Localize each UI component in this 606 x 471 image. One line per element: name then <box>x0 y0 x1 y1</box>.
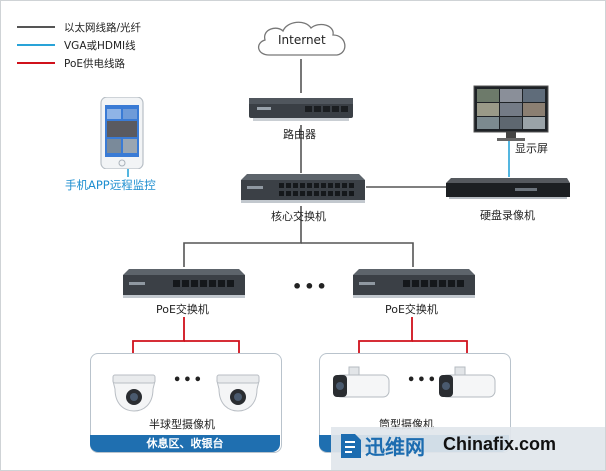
dome-camera-left-b <box>213 363 263 413</box>
nvr-device <box>445 177 571 201</box>
legend-swatch-poe <box>17 62 55 64</box>
poe-right-a <box>358 317 413 363</box>
watermark-en: Chinafix.com <box>443 434 557 454</box>
watermark-logo-icon <box>341 434 361 458</box>
cloud-icon <box>258 21 346 56</box>
watermark-cn: 迅维网 <box>365 435 425 459</box>
router-device <box>247 92 355 124</box>
nvr-label: 硬盘录像机 <box>480 209 535 222</box>
nvr-icon <box>446 178 570 199</box>
internet-node: Internet <box>249 17 357 63</box>
poe-left-a <box>132 317 185 363</box>
bullet-ellipsis: ••• <box>407 373 438 388</box>
bullet-camera-icon <box>439 366 496 398</box>
core-right-switch-link <box>301 242 414 267</box>
dome-camera-icon <box>112 374 156 412</box>
internet-label: Internet <box>278 33 326 47</box>
poe-switch-right-label: PoE交换机 <box>385 303 438 316</box>
bullet-camera-icon <box>333 366 390 398</box>
poe-switch-left-device <box>121 266 247 300</box>
dome-camera-icon <box>216 374 260 412</box>
monitor-icon <box>473 85 549 141</box>
bullet-camera-right-b <box>437 363 497 407</box>
dome-ellipsis: ••• <box>173 373 204 388</box>
watermark-panel <box>331 427 605 470</box>
bullet-camera-right-a <box>331 363 391 407</box>
core-switch-label: 核心交换机 <box>271 210 326 223</box>
switch-icon <box>241 174 365 203</box>
phone-device <box>97 96 147 170</box>
legend-label-poe: PoE供电线路 <box>64 57 126 70</box>
legend-item-hdmi: VGA或HDMI线 <box>17 38 136 52</box>
zone-left-title: 休息区、收银台 <box>146 437 224 450</box>
router-label: 路由器 <box>283 128 316 141</box>
legend-item-ethernet: 以太网线路/光纤 <box>17 20 141 34</box>
legend-item-poe: PoE供电线路 <box>17 56 125 70</box>
router-icon <box>249 98 353 121</box>
legend-label-ethernet: 以太网线路/光纤 <box>64 21 142 34</box>
legend-swatch-hdmi <box>17 44 55 46</box>
switch-ellipsis: ••• <box>292 277 329 296</box>
phone-app-label: 手机APP远程监控 <box>65 178 156 192</box>
switch-icon <box>353 269 475 298</box>
poe-switch-right-device <box>351 266 477 300</box>
core-switch-device <box>239 170 367 206</box>
smartphone-icon <box>100 96 144 170</box>
dome-camera-left-a <box>109 363 159 413</box>
monitor-label: 显示屏 <box>515 142 548 155</box>
legend-label-hdmi: VGA或HDMI线 <box>64 39 136 52</box>
dome-camera-label: 半球型摄像机 <box>149 418 215 431</box>
poe-switch-left-label: PoE交换机 <box>156 303 209 316</box>
switch-icon <box>123 269 245 298</box>
monitor-device <box>473 85 551 143</box>
zone-left-bar: 休息区、收银台 <box>90 435 280 452</box>
core-left-switch-link <box>183 206 302 267</box>
legend-swatch-ethernet <box>17 26 55 28</box>
